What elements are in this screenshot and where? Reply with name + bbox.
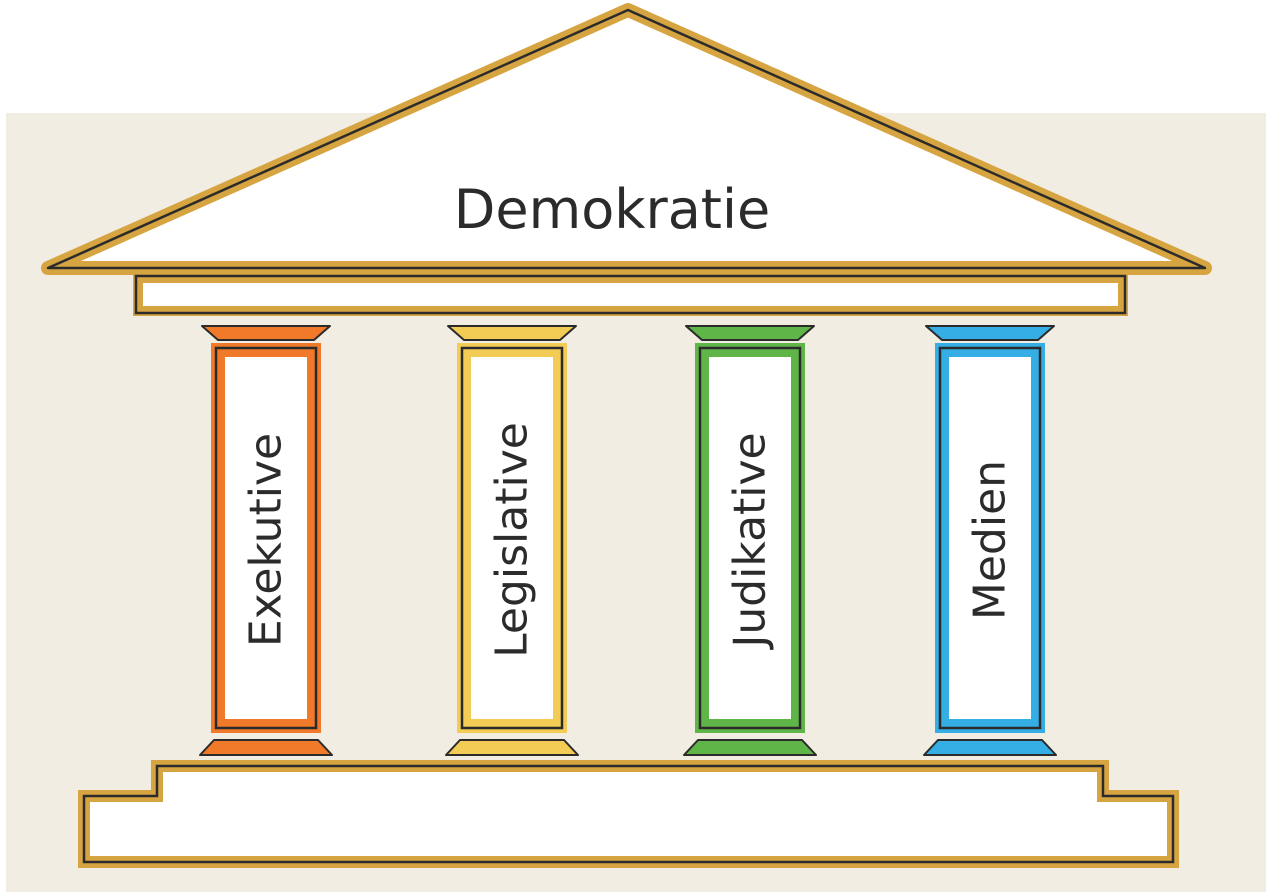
base-steps	[78, 760, 1179, 868]
pillar-label-judikative: Judikative	[725, 432, 776, 650]
pillar-shaft-outline	[938, 346, 1042, 730]
pillar-label-exekutive: Exekutive	[241, 433, 292, 647]
entablature-beam	[133, 273, 1128, 316]
pillar-exekutive: Exekutive	[199, 325, 333, 756]
pillar-base	[445, 739, 579, 756]
entablature	[133, 273, 1128, 316]
pillar-base	[923, 739, 1057, 756]
pillar-shaft	[211, 343, 321, 733]
pillar-capital	[925, 325, 1055, 341]
pillar-shaft	[935, 343, 1045, 733]
pillar-capital	[201, 325, 331, 341]
pillar-base	[683, 739, 817, 756]
pillar-legislative: Legislative	[445, 325, 579, 756]
roof-label: Demokratie	[454, 178, 770, 241]
pillar-shaft-outline	[460, 346, 564, 730]
pillar-judikative: Judikative	[683, 325, 817, 756]
pillar-shaft-outline	[214, 346, 318, 730]
pillar-capital	[447, 325, 577, 341]
pillar-capital	[685, 325, 815, 341]
pillar-base	[199, 739, 333, 756]
pillar-label-medien: Medien	[965, 460, 1016, 620]
roof: Demokratie	[41, 3, 1212, 275]
pillar-medien: Medien	[923, 325, 1057, 756]
pillar-label-legislative: Legislative	[487, 422, 538, 658]
base-steps-outline	[82, 764, 1175, 864]
roof-outline	[46, 8, 1207, 270]
pillar-shaft	[695, 343, 805, 733]
temple-base	[78, 760, 1179, 868]
entablature-outline	[134, 274, 1127, 315]
pillar-shaft	[457, 343, 567, 733]
pillars: Exekutive Legislative Judikative Medien	[199, 325, 1057, 756]
pillar-shaft-outline	[698, 346, 802, 730]
